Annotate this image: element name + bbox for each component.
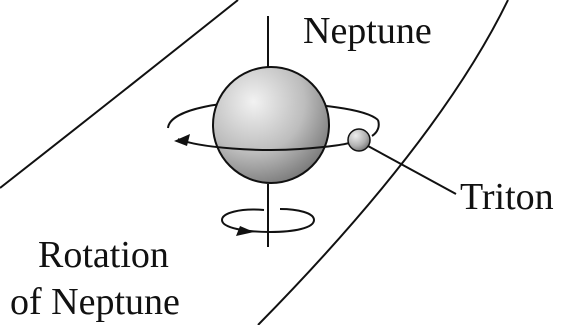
triton-moon: [348, 129, 370, 151]
neptune-label: Neptune: [303, 12, 432, 50]
neptune-planet: [213, 67, 329, 183]
triton-orbit-front-right: [372, 120, 379, 136]
triton-label: Triton: [460, 178, 554, 216]
rotation-label-line2: of Neptune: [10, 283, 180, 321]
orbit-arrow-icon: [174, 134, 190, 146]
rotation-arrow-icon: [236, 226, 254, 236]
orbit-band-left-edge: [0, 0, 238, 188]
rotation-label-line1: Rotation: [38, 236, 169, 274]
triton-leader-line: [368, 146, 456, 194]
